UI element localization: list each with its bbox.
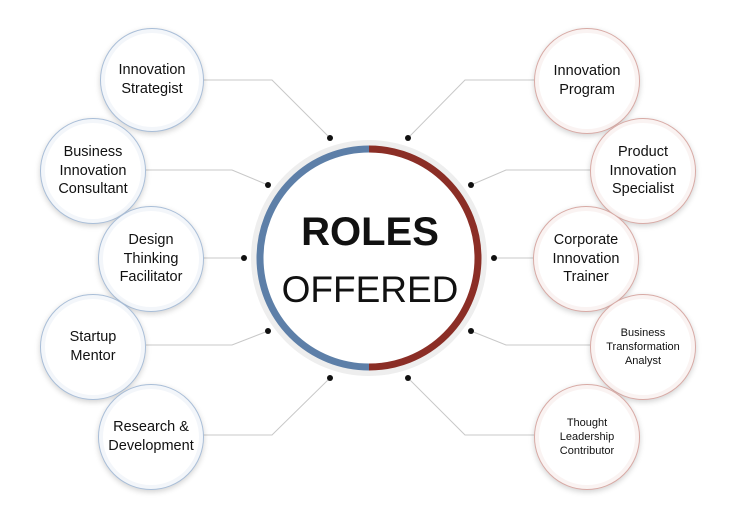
role-label: Startup Mentor [69,329,117,364]
connector-line [470,330,590,346]
role-label: Innovation Program [553,63,621,98]
center-ring-right-arc [368,145,482,371]
role-label: Innovation Strategist [118,62,186,97]
role-bubble-innovation-strategist: Innovation Strategist [100,28,204,132]
role-bubble-business-innovation-consultant: Business Innovation Consultant [40,118,146,224]
connector-dot [468,182,474,188]
connector-line [203,377,331,436]
role-label: Design Thinking Facilitator [119,232,183,286]
center-label: ROLES OFFERED [270,210,470,314]
role-label: Corporate Innovation Trainer [552,232,620,286]
connector-dot [327,375,333,381]
connector-line [146,330,269,346]
connector-line [203,79,331,139]
role-label: Business Transformation Analyst [606,326,680,368]
connector-line [146,169,269,186]
center-title: ROLES [301,210,439,254]
role-bubble-research-development: Research & Development [98,384,204,490]
connector-dot [327,135,333,141]
connector-line [407,79,534,139]
connector-dot [405,375,411,381]
connector-dot [265,328,271,334]
center-ring-left-arc [256,145,370,371]
connector-line [407,377,534,436]
role-bubble-startup-mentor: Startup Mentor [40,294,146,400]
role-label: Research & Development [108,419,194,454]
role-bubble-innovation-program: Innovation Program [534,28,640,134]
center-disc [265,154,473,362]
role-bubble-corporate-innovation-trainer: Corporate Innovation Trainer [533,206,639,312]
role-label: Business Innovation Consultant [58,144,128,198]
connector-dot [468,328,474,334]
center-subtitle: OFFERED [281,269,459,310]
connector-dot [405,135,411,141]
role-label: Product Innovation Specialist [609,144,677,198]
role-bubble-business-transformation-analyst: Business Transformation Analyst [590,294,696,400]
role-bubble-design-thinking-facilitator: Design Thinking Facilitator [98,206,204,312]
center-ring-shadow [251,140,487,376]
role-bubble-product-innovation-specialist: Product Innovation Specialist [590,118,696,224]
connector-line [470,169,590,186]
connector-dot [241,255,247,261]
connector-dot [491,255,497,261]
connector-dot [265,182,271,188]
role-label: Thought Leadership Contributor [559,416,615,458]
role-bubble-thought-leadership-contributor: Thought Leadership Contributor [534,384,640,490]
